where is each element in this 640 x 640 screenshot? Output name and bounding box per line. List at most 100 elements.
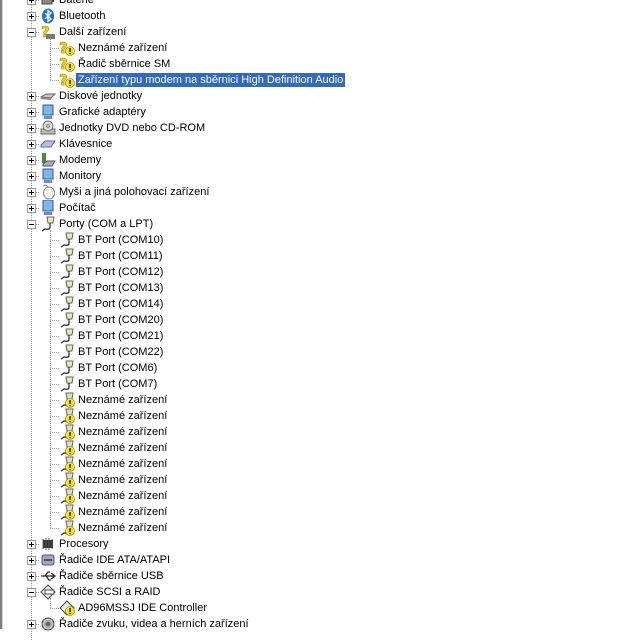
tree-device[interactable]: BT Port (COM13) <box>3 280 623 296</box>
tree-device[interactable]: ?Neznámé zařízení <box>3 39 623 57</box>
collapse-toggle[interactable] <box>27 28 36 37</box>
tree-device-label: BT Port (COM21) <box>78 330 164 342</box>
tree-device-label: BT Port (COM13) <box>78 282 164 294</box>
tree-device[interactable]: BT Port (COM11) <box>3 248 623 264</box>
tree-category[interactable]: Myši a jiná polohovací zařízení <box>3 184 623 200</box>
tree-category[interactable]: Modemy <box>3 152 623 168</box>
expand-toggle[interactable] <box>27 0 36 5</box>
sound-icon <box>40 616 56 632</box>
expand-toggle[interactable] <box>27 124 36 133</box>
tree-device-label: BT Port (COM11) <box>78 250 163 262</box>
tree-device-label: Neznámé zařízení <box>78 426 168 438</box>
warning-unknown-icon: ? <box>59 39 75 57</box>
tree-category[interactable]: Diskové jednotky <box>3 88 623 104</box>
tree-device[interactable]: Neznámé zařízení <box>3 504 623 520</box>
tree-branch-line <box>50 230 51 528</box>
expand-toggle[interactable] <box>27 156 36 165</box>
expand-toggle[interactable] <box>27 12 36 21</box>
tree-category[interactable]: ?Další zařízení <box>3 23 623 41</box>
cdrom-icon <box>40 120 56 136</box>
tree-device[interactable]: Neznámé zařízení <box>3 520 623 536</box>
expand-toggle[interactable] <box>27 188 36 197</box>
modem-icon <box>40 152 56 168</box>
tree-connector <box>50 352 59 353</box>
expand-toggle[interactable] <box>27 572 36 581</box>
expand-toggle[interactable] <box>27 140 36 149</box>
tree-device-label: BT Port (COM10) <box>78 234 164 246</box>
tree-category[interactable]: Bluetooth <box>3 8 623 24</box>
tree-device[interactable]: Neznámé zařízení <box>3 472 623 488</box>
scsi-warning-icon <box>59 600 75 616</box>
tree-category[interactable]: Klávesnice <box>3 136 623 152</box>
expand-toggle[interactable] <box>27 620 36 629</box>
port-warning-icon <box>59 504 75 520</box>
port-icon <box>59 376 75 392</box>
expand-toggle[interactable] <box>27 92 36 101</box>
tree-device[interactable]: BT Port (COM20) <box>3 312 623 328</box>
tree-device-label: BT Port (COM14) <box>78 298 164 310</box>
tree-device-label: Řadič sběrnice SM <box>78 58 171 70</box>
port-warning-icon <box>59 488 75 504</box>
tree-device[interactable]: BT Port (COM22) <box>3 344 623 360</box>
tree-device[interactable]: Neznámé zařízení <box>3 424 623 440</box>
tree-device[interactable]: BT Port (COM12) <box>3 264 623 280</box>
tree-device[interactable]: BT Port (COM14) <box>3 296 623 312</box>
expand-toggle[interactable] <box>27 556 36 565</box>
port-warning-icon <box>59 456 75 472</box>
tree-device[interactable]: AD96MSSJ IDE Controller <box>3 600 623 616</box>
bluetooth-icon <box>40 8 56 24</box>
expand-toggle[interactable] <box>27 172 36 181</box>
port-warning-icon <box>59 392 75 408</box>
tree-category-label: Modemy <box>59 154 102 166</box>
expand-toggle[interactable] <box>27 108 36 117</box>
svg-text:?: ? <box>59 56 68 72</box>
tree-connector <box>50 272 59 273</box>
tree-connector <box>50 368 59 369</box>
tree-branch-line <box>50 598 51 608</box>
tree-category-label: Jednotky DVD nebo CD-ROM <box>59 122 206 134</box>
port-icon <box>59 328 75 344</box>
tree-device[interactable]: Neznámé zařízení <box>3 456 623 472</box>
port-icon <box>59 280 75 296</box>
tree-category[interactable]: Baterie <box>3 0 623 8</box>
expand-toggle[interactable] <box>27 540 36 549</box>
tree-device[interactable]: ?Zařízení typu modem na sběrnici High De… <box>3 71 623 89</box>
port-warning-icon <box>59 472 75 488</box>
tree-category[interactable]: Řadiče SCSI a RAID <box>3 584 623 600</box>
tree-connector <box>50 432 59 433</box>
port-icon <box>59 248 75 264</box>
tree-root-line <box>31 0 32 640</box>
tree-category[interactable]: Jednotky DVD nebo CD-ROM <box>3 120 623 136</box>
tree-device[interactable]: BT Port (COM7) <box>3 376 623 392</box>
tree-category[interactable]: Počítač <box>3 199 623 216</box>
tree-device-label: Neznámé zařízení <box>78 458 168 470</box>
port-icon <box>59 264 75 280</box>
tree-category[interactable]: Řadiče IDE ATA/ATAPI <box>3 552 623 568</box>
tree-device[interactable]: BT Port (COM21) <box>3 328 623 344</box>
tree-device-label: BT Port (COM22) <box>78 346 164 358</box>
tree-category[interactable]: Monitory <box>3 168 623 184</box>
tree-category[interactable]: Porty (COM a LPT) <box>3 216 623 232</box>
disk-drive-icon <box>39 88 57 104</box>
tree-connector <box>50 48 59 49</box>
tree-device[interactable]: Neznámé zařízení <box>3 440 623 456</box>
tree-device[interactable]: Neznámé zařízení <box>3 408 623 424</box>
tree-device[interactable]: Neznámé zařízení <box>3 392 623 408</box>
expand-toggle[interactable] <box>27 204 36 213</box>
tree-device-label: Neznámé zařízení <box>78 42 168 54</box>
tree-device[interactable]: BT Port (COM6) <box>3 360 623 376</box>
collapse-toggle[interactable] <box>27 220 36 229</box>
tree-device[interactable]: BT Port (COM10) <box>3 232 623 248</box>
tree-device[interactable]: Neznámé zařízení <box>3 488 623 504</box>
tree-category[interactable]: Řadiče zvuku, videa a herních zařízení <box>3 616 623 632</box>
display-adapter-icon <box>40 104 56 120</box>
tree-device[interactable]: ? Řadič sběrnice SM <box>3 55 623 73</box>
collapse-toggle[interactable] <box>27 588 36 597</box>
tree-category[interactable]: Procesory <box>3 536 623 552</box>
tree-connector <box>50 400 59 401</box>
port-warning-icon <box>59 520 75 536</box>
computer-icon <box>40 199 56 216</box>
tree-category[interactable]: Grafické adaptéry <box>3 104 623 120</box>
tree-category-label: Baterie <box>59 0 94 6</box>
tree-category[interactable]: Řadiče sběrnice USB <box>3 568 623 584</box>
